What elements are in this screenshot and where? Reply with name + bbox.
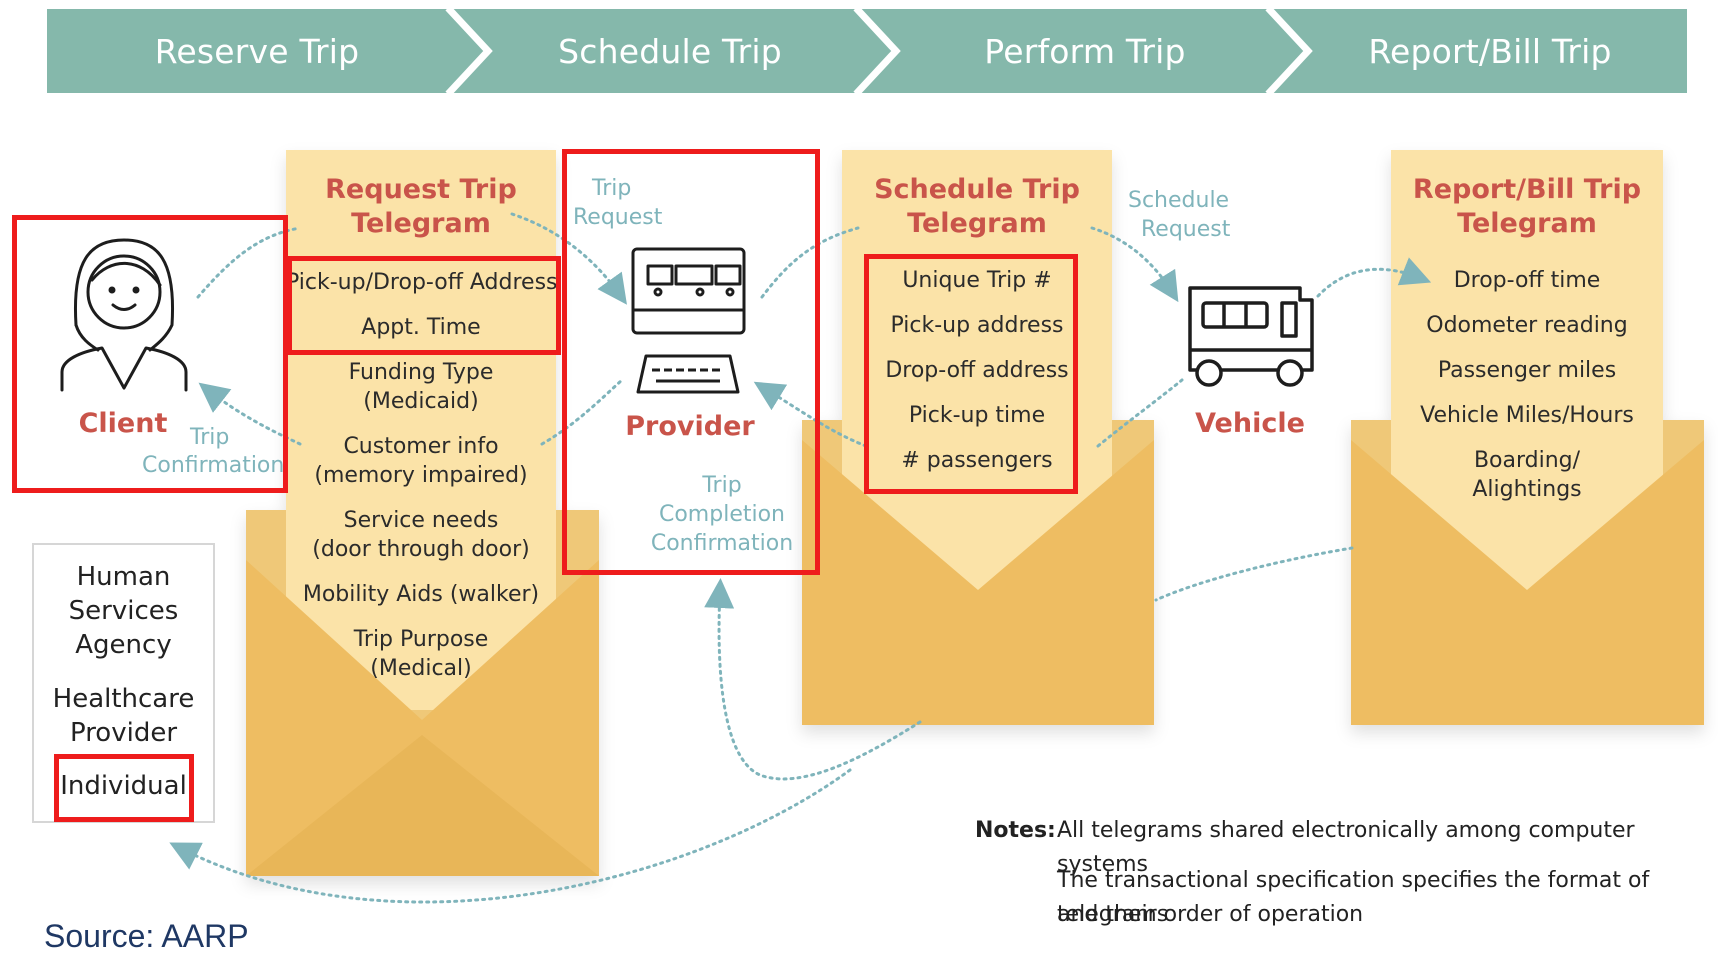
request-item-funding-type: Funding Type [348,360,494,385]
schedule-request-arrow [1090,226,1179,303]
trip-confirmation-label-1: Trip [190,425,230,450]
request-item-trip-purpose: Trip Purpose [353,627,489,652]
agency-agency: Agency [75,630,172,660]
request-address-highlight-box [287,256,561,355]
request-item-funding-detail: (Medicaid) [363,389,479,414]
client-label: Client [78,408,168,439]
report-item-passenger-miles: Passenger miles [1437,358,1617,383]
request-item-customer-detail: (memory impaired) [314,463,528,488]
vehicle-bus-icon [1188,286,1314,387]
report-item-alightings: Alightings [1472,477,1582,502]
report-item-vehicle-miles-hours: Vehicle Miles/Hours [1420,403,1634,428]
report-envelope [1351,150,1704,725]
request-item-address: Pick-up/Drop-off Address [286,270,558,295]
phase-report-bill-trip: Report/Bill Trip [1368,31,1612,71]
phase-schedule-trip: Schedule Trip [558,31,782,71]
completion-label-2: Completion [658,502,785,527]
schedule-telegram-title-1: Schedule Trip [874,174,1080,205]
completion-label-3: Confirmation [650,531,794,556]
request-telegram-title-2: Telegram [351,208,491,239]
vehicle-label: Vehicle [1195,408,1305,439]
client-highlight-box [12,215,288,493]
schedule-item-trip-id: Unique Trip # [902,268,1052,293]
request-item-appt-time: Appt. Time [361,315,481,340]
completion-confirmation-arrow [704,578,922,781]
report-item-dropoff-time: Drop-off time [1453,268,1601,293]
phase-reserve-trip: Reserve Trip [154,31,360,71]
trip-request-label-2: Request [573,205,663,230]
agency-individual: Individual [60,771,187,801]
phase-perform-trip: Perform Trip [984,31,1186,71]
notes-label: Notes: [975,818,1056,843]
request-item-service-needs: Service needs [343,508,499,533]
request-item-trip-purpose-detail: (Medical) [370,656,472,681]
request-item-customer-info: Customer info [343,434,499,459]
notes-line-2: The transactional specification specifie… [1057,868,1650,927]
source-credit: Source: AARP [44,918,249,954]
request-telegram-title-1: Request Trip [325,174,517,205]
agency-provider: Provider [69,718,178,748]
client-icon [60,238,188,392]
schedule-item-dropoff-address: Drop-off address [885,358,1069,383]
report-item-boarding: Boarding/ [1473,448,1581,473]
provider-highlight-box [562,149,820,575]
agency-services: Services [68,596,179,626]
schedule-items-highlight-box [864,254,1078,494]
report-telegram-title-2: Telegram [1457,208,1597,239]
trip-confirmation-label-2: Confirmation [142,453,285,478]
agency-human: Human [76,562,171,592]
vehicle-to-schedule-arrow [1096,378,1184,448]
trip-request-label-1: Trip [592,176,632,201]
notes-line-3: and their order of operation [1057,902,1364,927]
schedule-item-pickup-time: Pick-up time [908,403,1046,428]
trip-confirmation-arrow [198,382,302,446]
request-item-service-detail: (door through door) [312,537,530,562]
schedule-telegram-title-2: Telegram [907,208,1047,239]
completion-label-1: Trip [702,473,742,498]
schedule-request-label-1: Schedule [1128,188,1230,213]
notes-line-1: All telegrams shared electronically amon… [1057,818,1635,877]
provider-label: Provider [625,411,755,442]
agency-healthcare: Healthcare [52,684,195,714]
vehicle-to-report-arrow [1316,257,1432,298]
request-to-provider-back-arrow [540,378,624,446]
report-item-odometer: Odometer reading [1426,313,1628,338]
individual-highlight-box [54,754,194,822]
flow-arrows [169,212,1432,904]
schedule-item-pickup-address: Pick-up address [890,313,1064,338]
provider-computer-icon [631,247,746,394]
schedule-request-label-2: Request [1141,217,1231,242]
schedule-envelope [802,150,1154,725]
report-back-arrow [1154,546,1354,602]
request-item-mobility-aids: Mobility Aids (walker) [302,582,540,607]
request-envelope [246,150,599,876]
schedule-item-passengers: # passengers [901,448,1053,473]
provider-to-schedule-arrow [760,226,860,299]
agency-box [32,543,215,823]
agency-notification-arrow [169,768,852,904]
report-telegram-title-1: Report/Bill Trip [1412,174,1642,205]
trip-request-arrow [510,212,627,305]
phase-header-bar [47,5,1687,97]
